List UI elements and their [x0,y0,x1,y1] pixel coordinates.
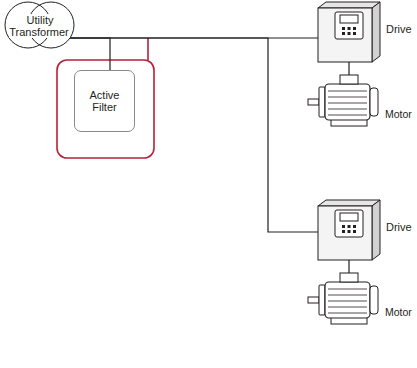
power-wire [348,260,349,273]
device-label: Drive [386,221,412,233]
drive-node: Drive [318,200,380,260]
device-label: Motor [385,306,412,318]
power-wire [70,38,110,70]
motor-icon [308,273,378,324]
filter-feedback-wire [147,38,149,60]
node-label: Active Filter [80,89,129,113]
filter-highlight [57,60,154,158]
device-label: Drive [386,23,412,35]
node-label: Utility Transformer [5,14,74,38]
transformer-node: Utility Transformer [5,2,74,48]
drive-icon [318,2,380,62]
motor-node: Motor [308,273,380,324]
power-wire [70,38,318,232]
connectors [70,38,349,273]
drive-icon [318,200,380,260]
device-label: Motor [385,108,412,120]
power-wire [348,62,349,75]
drive-node: Drive [318,2,380,62]
filter-box: Active Filter [74,70,135,132]
motor-node: Motor [308,75,380,126]
motor-icon [308,75,378,126]
